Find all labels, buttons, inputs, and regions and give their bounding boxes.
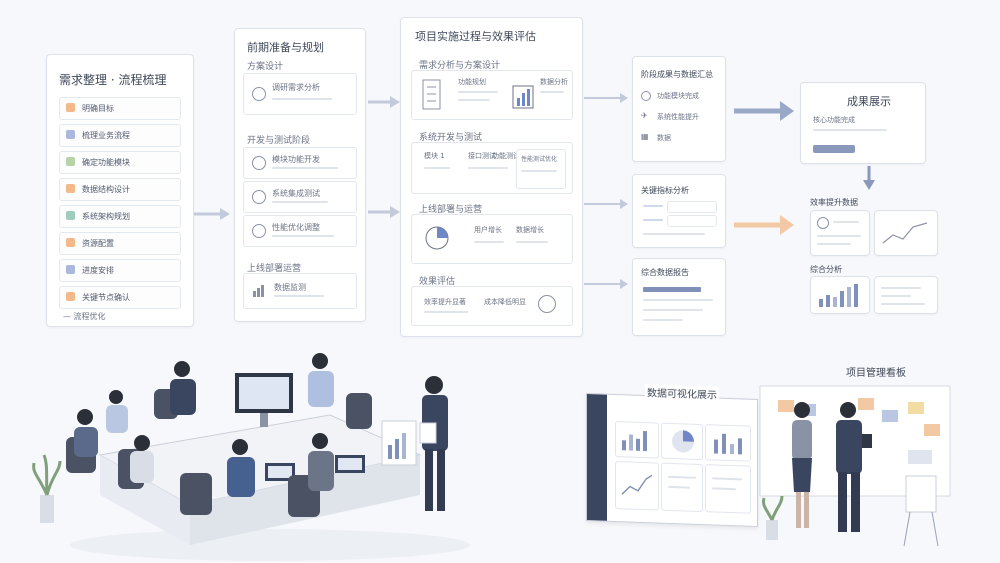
analysis-label: 综合分析 — [810, 265, 842, 274]
grid-icon: ▦ — [641, 132, 649, 141]
milestone-icon — [66, 292, 75, 301]
kanban-scene-illustration — [759, 385, 951, 547]
efficiency-label: 效率提升数据 — [810, 198, 858, 207]
gauge-icon — [538, 295, 556, 313]
section-box: 调研需求分析 — [243, 73, 357, 115]
stage1-footer: — 流程优化 — [63, 312, 106, 321]
list-item: 资源配置 — [59, 232, 181, 255]
dashboard-sidebar — [587, 394, 607, 521]
pie-icon — [252, 156, 266, 170]
arrow-right-icon — [368, 96, 400, 108]
stage2-section-3: 上线部署运营 — [247, 264, 302, 274]
rocket-icon: ✈ — [641, 111, 648, 120]
task-icon — [66, 103, 75, 112]
list-item: 关键节点确认 — [59, 286, 181, 309]
pie-chart-icon — [672, 430, 694, 453]
section-box: 用户增长 数据增长 — [411, 214, 573, 264]
section-box: 模块 1 接口测试 功能测试 性能测试优化 — [411, 142, 573, 194]
stage3-section-1: 需求分析与方案设计 — [419, 61, 501, 71]
arrow-down-icon — [863, 166, 875, 190]
stage2-card: 前期准备与规划 方案设计 调研需求分析 开发与测试阶段 模块功能开发 系统集成测… — [234, 28, 366, 322]
timer-icon — [252, 224, 266, 238]
dashboard-title: 数据可视化展示 — [645, 384, 719, 402]
section-box: 系统集成测试 — [243, 181, 357, 213]
bar-chart-icon — [714, 433, 742, 455]
meeting-scene-illustration — [32, 353, 470, 561]
arrow-right-icon — [584, 93, 628, 103]
section-box: 效率提升显著 成本降低明显 — [411, 286, 573, 326]
arrow-right-icon — [368, 206, 400, 218]
bar-chart-icon — [622, 430, 647, 452]
stage2-section-1: 方案设计 — [247, 62, 284, 72]
stage1-card: 需求整理 · 流程梳理 明确目标 梳理业务流程 确定功能模块 数据结构设计 系统… — [46, 54, 194, 327]
flow-icon — [66, 130, 75, 139]
resource-icon — [66, 238, 75, 247]
line-chart-icon — [882, 222, 928, 244]
arrow-right-icon — [584, 279, 628, 289]
efficiency-panel-b — [874, 210, 938, 256]
metrics-card: 关键指标分析 — [632, 174, 726, 248]
list-item: 数据结构设计 — [59, 178, 181, 201]
list-item: 系统架构规划 — [59, 205, 181, 228]
analysis-panel-a — [810, 276, 870, 314]
settings-icon — [252, 190, 266, 204]
stage1-title: 需求整理 · 流程梳理 — [59, 73, 167, 87]
section-box: 性能优化调整 — [243, 215, 357, 247]
checklist-icon — [422, 79, 441, 110]
dashboard-screen: 数据可视化展示 — [586, 384, 758, 528]
clock-icon — [252, 87, 266, 101]
results-card: 阶段成果与数据汇总 功能模块完成 ✈ 系统性能提升 ▦ 数据 — [632, 56, 726, 162]
stage3-title: 项目实施过程与效果评估 — [415, 30, 536, 43]
bar-chart-icon — [253, 285, 264, 297]
architecture-icon — [66, 211, 75, 220]
module-icon — [66, 157, 75, 166]
efficiency-panel-a — [810, 210, 870, 256]
arrow-right-icon — [734, 101, 794, 121]
arrow-right-icon — [194, 208, 230, 220]
pie-chart-icon — [425, 226, 449, 250]
stage2-section-2: 开发与测试阶段 — [247, 136, 311, 146]
analysis-panel-b — [874, 276, 938, 314]
line-chart-icon — [621, 474, 653, 495]
bar-chart-icon — [512, 85, 534, 109]
section-box: 模块功能开发 — [243, 147, 357, 179]
list-item: 梳理业务流程 — [59, 124, 181, 147]
calendar-icon — [66, 265, 75, 274]
list-item: 确定功能模块 — [59, 151, 181, 174]
stage3-section-2: 系统开发与测试 — [419, 133, 483, 143]
list-item: 进度安排 — [59, 259, 181, 282]
data-icon — [66, 184, 75, 193]
showcase-card: 成果展示 核心功能完成 — [800, 82, 926, 164]
list-item: 明确目标 — [59, 97, 181, 120]
bar-chart-icon — [819, 284, 858, 307]
arrow-right-icon — [734, 215, 794, 235]
stage2-title: 前期准备与规划 — [247, 41, 324, 54]
report-title: 综合数据报告 — [641, 268, 689, 277]
kanban-title: 项目管理看板 — [846, 368, 906, 379]
report-card: 综合数据报告 — [632, 258, 726, 336]
stage3-section-4: 效果评估 — [419, 277, 456, 287]
showcase-title: 成果展示 — [847, 95, 891, 108]
section-box: 功能规划 数据分析 — [411, 70, 573, 120]
stage3-card: 项目实施过程与效果评估 需求分析与方案设计 功能规划 数据分析 系统开发与测试 … — [400, 17, 583, 337]
results-title: 阶段成果与数据汇总 — [641, 70, 713, 79]
section-box: 数据监测 — [243, 273, 357, 309]
arrow-right-icon — [584, 199, 628, 209]
metrics-title: 关键指标分析 — [641, 186, 689, 195]
info-icon — [641, 91, 651, 101]
stage3-section-3: 上线部署与运营 — [419, 205, 483, 215]
